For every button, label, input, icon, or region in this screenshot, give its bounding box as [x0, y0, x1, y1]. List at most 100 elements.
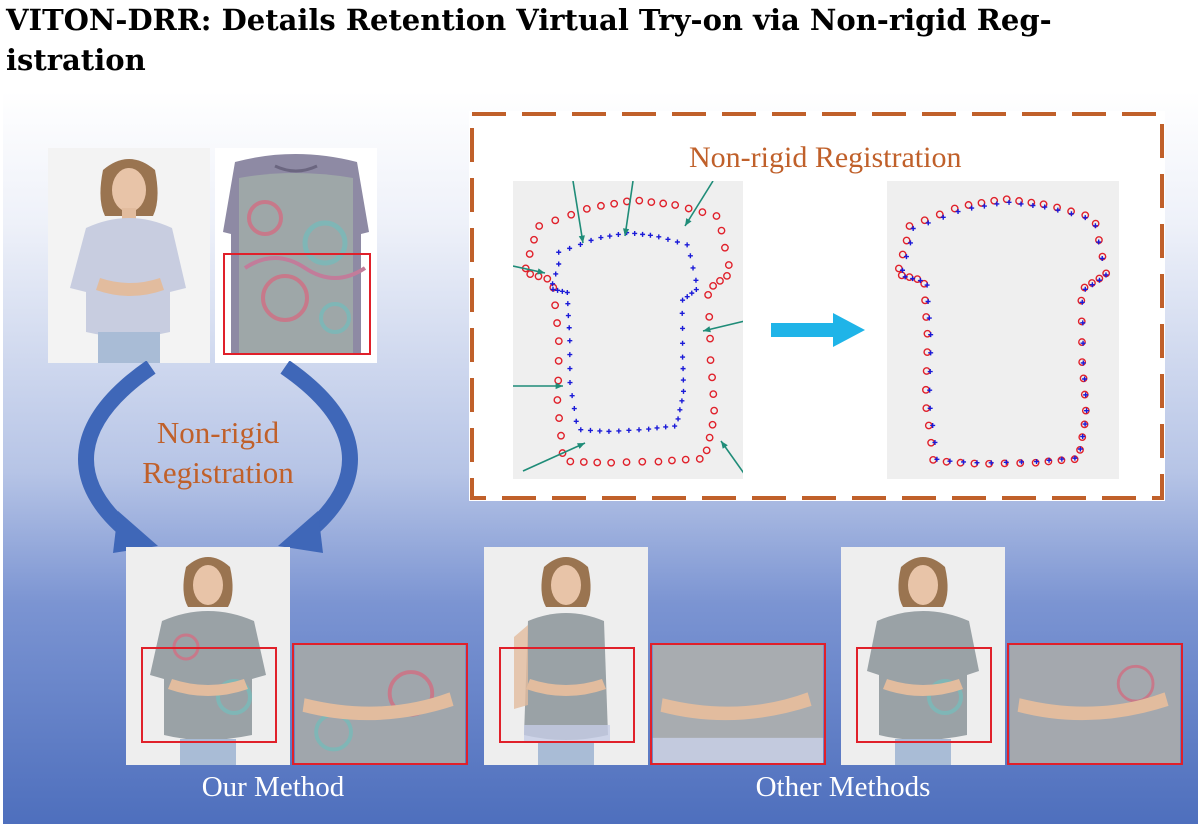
arrow-label-line-2: Registration — [142, 455, 294, 490]
caption-our-method: Our Method — [201, 771, 345, 803]
blue-point — [677, 407, 683, 413]
red-point — [706, 356, 715, 365]
blue-point — [1080, 360, 1086, 366]
teal-arrow-icon — [522, 442, 586, 472]
garment-photo — [215, 148, 377, 363]
teal-arrowhead-icon — [721, 441, 728, 449]
teal-arrowhead-icon — [685, 218, 692, 226]
red-point — [607, 458, 616, 467]
red-point — [554, 337, 563, 345]
blue-point — [687, 253, 693, 259]
result-other2-figure — [841, 547, 1005, 765]
red-point — [708, 420, 717, 429]
blue-point — [1096, 239, 1102, 245]
red-point — [1080, 420, 1089, 429]
other2-zoom-crop — [1007, 643, 1183, 765]
blue-point — [1006, 199, 1012, 205]
garment-figure — [215, 148, 377, 363]
blue-point — [550, 286, 556, 292]
blue-point — [680, 340, 686, 346]
red-point — [526, 270, 535, 279]
red-point — [698, 208, 707, 217]
blue-point — [680, 388, 686, 394]
blue-point — [940, 214, 946, 220]
scatter-before-plot — [512, 180, 754, 480]
red-point — [709, 390, 718, 399]
blue-point — [910, 226, 916, 231]
result-other1-photo — [484, 547, 648, 765]
model-photo — [48, 148, 210, 363]
red-point — [635, 196, 644, 205]
blue-point — [981, 203, 987, 209]
red-point — [695, 455, 704, 463]
blue-point — [969, 205, 975, 211]
blue-point — [577, 241, 583, 247]
blue-point — [928, 350, 934, 356]
blue-point — [1103, 272, 1109, 278]
ours-zoom-crop — [292, 643, 468, 765]
blue-point — [690, 265, 696, 271]
blue-point — [615, 231, 621, 237]
red-point — [922, 313, 931, 321]
scatter-after-plot — [894, 195, 1111, 468]
red-point — [704, 291, 713, 299]
caption-other-methods: Other Methods — [755, 771, 931, 803]
blue-point — [654, 425, 660, 431]
other1-zoom-figure — [652, 645, 824, 763]
blue-point — [1077, 446, 1083, 452]
blue-point — [587, 427, 593, 433]
blue-point — [598, 235, 604, 241]
red-point — [1080, 283, 1089, 292]
red-point — [977, 199, 986, 207]
blue-point — [693, 277, 699, 283]
blue-point — [903, 254, 909, 260]
blue-point — [636, 427, 642, 433]
red-point — [1077, 317, 1086, 326]
blue-point — [927, 387, 933, 393]
blue-point — [680, 366, 686, 372]
blue-point — [556, 249, 562, 255]
blue-point — [1046, 457, 1052, 463]
blue-point — [606, 428, 612, 434]
blue-point — [672, 423, 678, 429]
blue-point — [927, 405, 933, 411]
curved-arrows — [78, 361, 358, 553]
teal-arrowhead-icon — [703, 326, 711, 333]
red-point — [985, 459, 993, 468]
red-point — [579, 458, 588, 466]
blue-point — [680, 354, 686, 360]
blue-point — [907, 240, 913, 246]
paper-title: VITON-DRR: Details Retention Virtual Try… — [6, 0, 1196, 80]
blue-point — [684, 294, 690, 300]
red-point — [553, 319, 561, 327]
blue-point — [564, 290, 570, 296]
red-point — [990, 196, 999, 205]
blue-point — [680, 377, 686, 383]
scatter-before — [512, 180, 754, 480]
blue-point — [1082, 421, 1088, 427]
blue-point — [647, 232, 653, 238]
garment-highlight-box — [223, 253, 371, 355]
blue-point — [1079, 299, 1085, 305]
blue-point — [934, 456, 940, 462]
blue-point — [569, 393, 575, 399]
blue-point — [961, 459, 967, 465]
blue-point — [917, 278, 923, 284]
blue-point — [1072, 455, 1078, 461]
dashed-border — [470, 112, 1164, 500]
blue-point — [567, 245, 573, 251]
blue-point — [1018, 459, 1024, 465]
left-arrowhead-icon — [113, 511, 158, 553]
red-point — [716, 276, 724, 285]
blue-point — [930, 422, 936, 428]
blue-point — [573, 418, 579, 424]
right-arrowhead-icon — [278, 511, 323, 553]
blue-point — [679, 398, 685, 404]
red-point — [555, 414, 563, 422]
red-point — [706, 334, 714, 343]
blue-point — [902, 274, 908, 280]
blue-point — [674, 239, 680, 245]
blue-point — [1030, 203, 1036, 209]
blue-point — [567, 380, 573, 386]
blue-point — [578, 427, 584, 433]
